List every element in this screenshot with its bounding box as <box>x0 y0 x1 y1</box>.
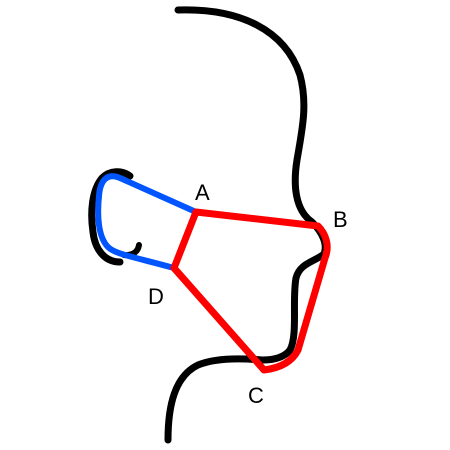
face-profile-outline <box>164 6 329 444</box>
point-label-c: C <box>248 383 264 408</box>
point-label-b: B <box>333 207 348 232</box>
point-label-d: D <box>148 284 164 309</box>
ear-outline <box>88 168 134 266</box>
ear-strap <box>95 173 199 271</box>
mask-outline <box>170 208 331 374</box>
point-label-a: A <box>195 180 210 205</box>
